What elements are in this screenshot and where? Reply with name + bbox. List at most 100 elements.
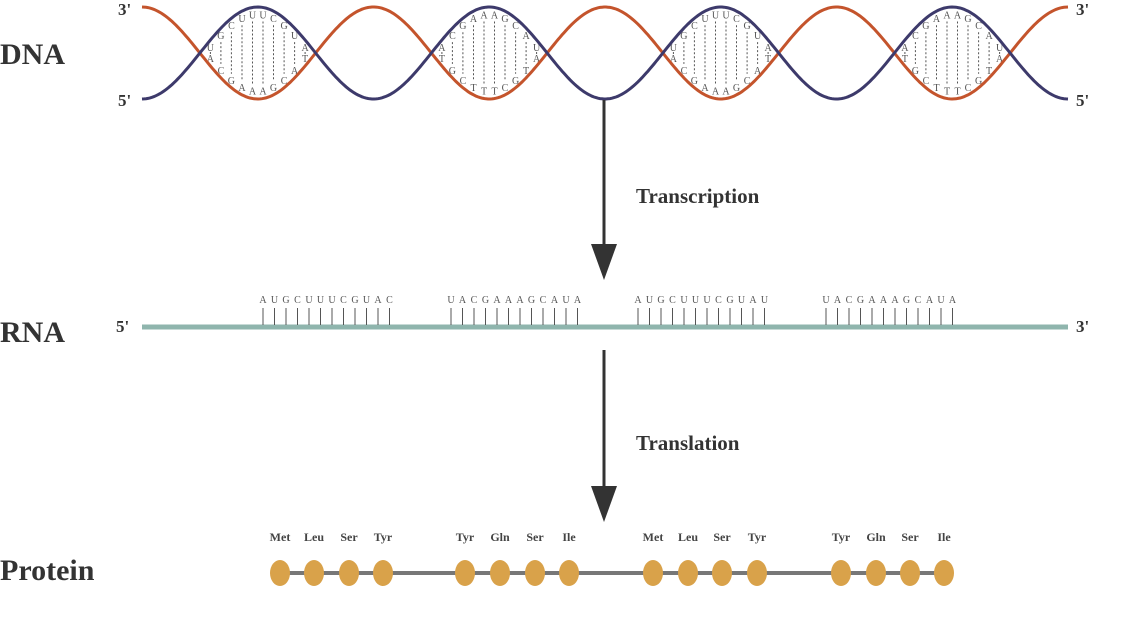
rna-base: A xyxy=(868,295,876,306)
dna-upper-base: G xyxy=(459,21,466,32)
dna-upper-base: U xyxy=(259,11,267,22)
dna-lower-base: A xyxy=(249,87,257,98)
amino-acid-bead xyxy=(490,560,510,586)
dna-upper-base: U xyxy=(670,43,678,54)
dna-right-top-end-label: 3' xyxy=(1076,0,1089,19)
dna-lower-base: A xyxy=(754,66,762,77)
rna-base: U xyxy=(761,295,769,306)
dna-upper-base: C xyxy=(733,14,740,25)
rna-base: G xyxy=(282,295,289,306)
dna-lower-base: A xyxy=(670,54,678,65)
rna-base: A xyxy=(505,295,513,306)
rna-base: A xyxy=(459,295,467,306)
amino-acid-bead xyxy=(525,560,545,586)
rna-base: U xyxy=(680,295,688,306)
amino-acid-label: Leu xyxy=(304,530,324,544)
dna-upper-base: U xyxy=(291,31,299,42)
amino-acid-label: Ile xyxy=(562,530,576,544)
dna-upper-base: G xyxy=(922,21,929,32)
rna-row-label: RNA xyxy=(0,316,65,349)
dna-lower-base: T xyxy=(902,54,908,65)
amino-acid-label: Tyr xyxy=(456,530,475,544)
rna-base: U xyxy=(562,295,570,306)
dna-upper-base: U xyxy=(701,14,709,25)
transcription-arrow xyxy=(591,100,617,280)
dna-upper-base: U xyxy=(712,11,720,22)
rna-base: U xyxy=(937,295,945,306)
dna-upper-base: G xyxy=(217,31,224,42)
amino-acid-bead xyxy=(304,560,324,586)
dna-upper-base: A xyxy=(985,31,993,42)
dna-lower-base: C xyxy=(923,76,930,87)
dna-upper-base: C xyxy=(228,21,235,32)
dna-lower-base: T xyxy=(470,83,476,94)
dna-lower-base: A xyxy=(207,54,215,65)
dna-upper-base: U xyxy=(722,11,730,22)
dna-lower-base: G xyxy=(270,83,277,94)
amino-acid-label: Ser xyxy=(526,530,544,544)
amino-acid-bead xyxy=(270,560,290,586)
rna-base: G xyxy=(351,295,358,306)
dna-lower-base: T xyxy=(765,54,771,65)
dna-upper-base: U xyxy=(207,43,215,54)
amino-acid-bead xyxy=(747,560,767,586)
dna-upper-base: C xyxy=(449,31,456,42)
rna-base: G xyxy=(903,295,910,306)
dna-lower-base: T xyxy=(933,83,939,94)
dna-lower-base: G xyxy=(512,76,519,87)
dna-upper-base: A xyxy=(480,11,488,22)
rna-base: A xyxy=(834,295,842,306)
dna-base-letters: UAGCCGUAUAUACGGCUAATATCGGCATATATGCCGATUA… xyxy=(207,11,1004,98)
dna-upper-base: A xyxy=(954,11,962,22)
dna-upper-base: A xyxy=(491,11,499,22)
rna-base: U xyxy=(822,295,830,306)
amino-acid-label: Gln xyxy=(490,530,510,544)
dna-lower-base: C xyxy=(681,66,688,77)
amino-acid-bead xyxy=(831,560,851,586)
dna-upper-base: G xyxy=(743,21,750,32)
amino-acid-label: Leu xyxy=(678,530,698,544)
dna-lower-base: T xyxy=(439,54,445,65)
dna-base-pair-rungs xyxy=(209,21,1001,85)
dna-lower-base: T xyxy=(491,87,497,98)
transcription-label: Transcription xyxy=(636,184,760,208)
dna-lower-base: A xyxy=(259,87,267,98)
amino-acid-bead xyxy=(455,560,475,586)
amino-acid-bead xyxy=(339,560,359,586)
rna-base: G xyxy=(726,295,733,306)
rna-base: U xyxy=(305,295,313,306)
rna-base: U xyxy=(271,295,279,306)
dna-lower-base: T xyxy=(986,66,992,77)
rna-base: U xyxy=(646,295,654,306)
amino-acid-bead xyxy=(373,560,393,586)
dna-lower-base: C xyxy=(460,76,467,87)
rna-base: C xyxy=(471,295,478,306)
dna-right-bottom-end-label: 5' xyxy=(1076,91,1089,110)
dna-upper-base: U xyxy=(533,43,541,54)
rna-base: C xyxy=(294,295,301,306)
rna-base: U xyxy=(738,295,746,306)
dna-row-label: DNA xyxy=(0,38,65,71)
amino-acid-bead xyxy=(559,560,579,586)
rna-left-end-label: 5' xyxy=(116,317,129,336)
rna-base: U xyxy=(447,295,455,306)
translation-label: Translation xyxy=(636,431,740,455)
amino-acid-label: Tyr xyxy=(374,530,393,544)
dna-lower-base: A xyxy=(238,83,246,94)
dna-lower-base: G xyxy=(228,76,235,87)
rna-base: A xyxy=(374,295,382,306)
rna-base: A xyxy=(259,295,267,306)
rna-base: C xyxy=(540,295,547,306)
dna-upper-base: C xyxy=(975,21,982,32)
dna-upper-base: A xyxy=(901,43,909,54)
dna-lower-base: T xyxy=(481,87,487,98)
amino-acid-bead xyxy=(934,560,954,586)
rna-base: U xyxy=(692,295,700,306)
rna-base: U xyxy=(328,295,336,306)
rna-base: A xyxy=(880,295,888,306)
amino-acid-bead xyxy=(900,560,920,586)
dna-lower-base: A xyxy=(996,54,1004,65)
